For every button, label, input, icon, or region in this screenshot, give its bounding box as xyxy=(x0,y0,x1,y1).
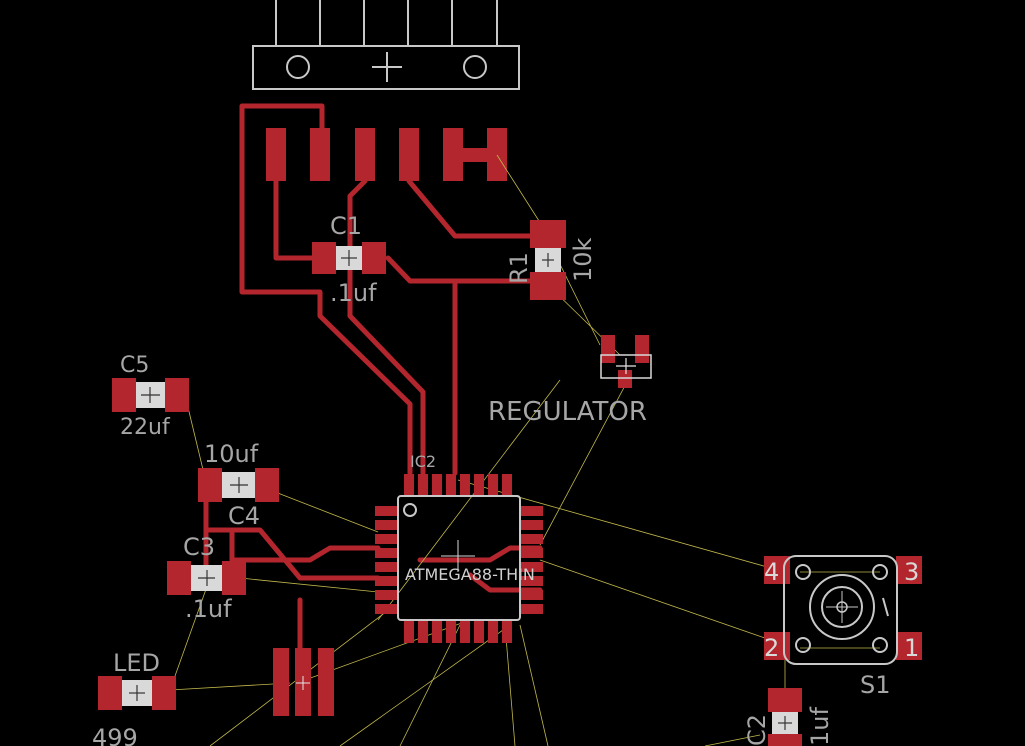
ic2-left-pins xyxy=(375,506,397,614)
r1-name: R1 xyxy=(505,252,533,284)
ic2-bottom-pins xyxy=(404,621,512,643)
component-s1[interactable]: 4 3 2 1 S1 xyxy=(764,555,922,699)
ic2-right-pins xyxy=(521,506,543,614)
c4-value: 10uf xyxy=(204,440,259,468)
header-pads[interactable] xyxy=(266,128,507,181)
c4-name: C4 xyxy=(228,502,260,530)
component-regulator[interactable]: REGULATOR xyxy=(488,335,652,427)
s1-pin-2: 2 xyxy=(764,634,779,662)
header-connector[interactable] xyxy=(252,0,520,90)
component-c3[interactable]: C3 .1uf xyxy=(167,533,246,623)
airwires xyxy=(169,154,880,746)
s1-name: S1 xyxy=(860,671,891,699)
component-led[interactable]: LED 499 xyxy=(92,649,176,746)
c5-value: 22uf xyxy=(120,415,171,440)
c2-value: 1uf xyxy=(806,707,834,746)
component-c5[interactable]: C5 22uf xyxy=(112,353,189,440)
ic2-name: IC2 xyxy=(410,452,436,471)
c5-name: C5 xyxy=(120,353,149,378)
c2-name: C2 xyxy=(743,714,771,746)
ic2-outline xyxy=(397,495,521,621)
c3-value: .1uf xyxy=(185,595,232,623)
component-c1[interactable]: C1 .1uf xyxy=(312,212,386,307)
ic2-pin1-marker xyxy=(403,503,417,517)
led-name: LED xyxy=(113,649,160,677)
c1-value: .1uf xyxy=(330,279,377,307)
r1-value: 10k xyxy=(569,237,597,282)
component-ic2[interactable]: IC2 ATMEGA88-THIN xyxy=(375,452,543,643)
ic2-top-pins xyxy=(404,474,512,496)
ic2-value: ATMEGA88-THIN xyxy=(405,565,535,584)
s1-pin-4: 4 xyxy=(764,558,779,586)
led-value: 499 xyxy=(92,724,138,746)
resonator-pads[interactable] xyxy=(273,648,334,716)
component-c2[interactable]: C2 1uf xyxy=(743,688,834,746)
regulator-name: REGULATOR xyxy=(488,397,647,427)
s1-pin-3: 3 xyxy=(904,558,919,586)
component-c4[interactable]: 10uf C4 xyxy=(198,440,279,530)
component-r1[interactable]: R1 10k xyxy=(505,220,597,300)
c1-name: C1 xyxy=(330,212,362,240)
c3-name: C3 xyxy=(183,533,215,561)
s1-pin-1: 1 xyxy=(904,634,919,662)
